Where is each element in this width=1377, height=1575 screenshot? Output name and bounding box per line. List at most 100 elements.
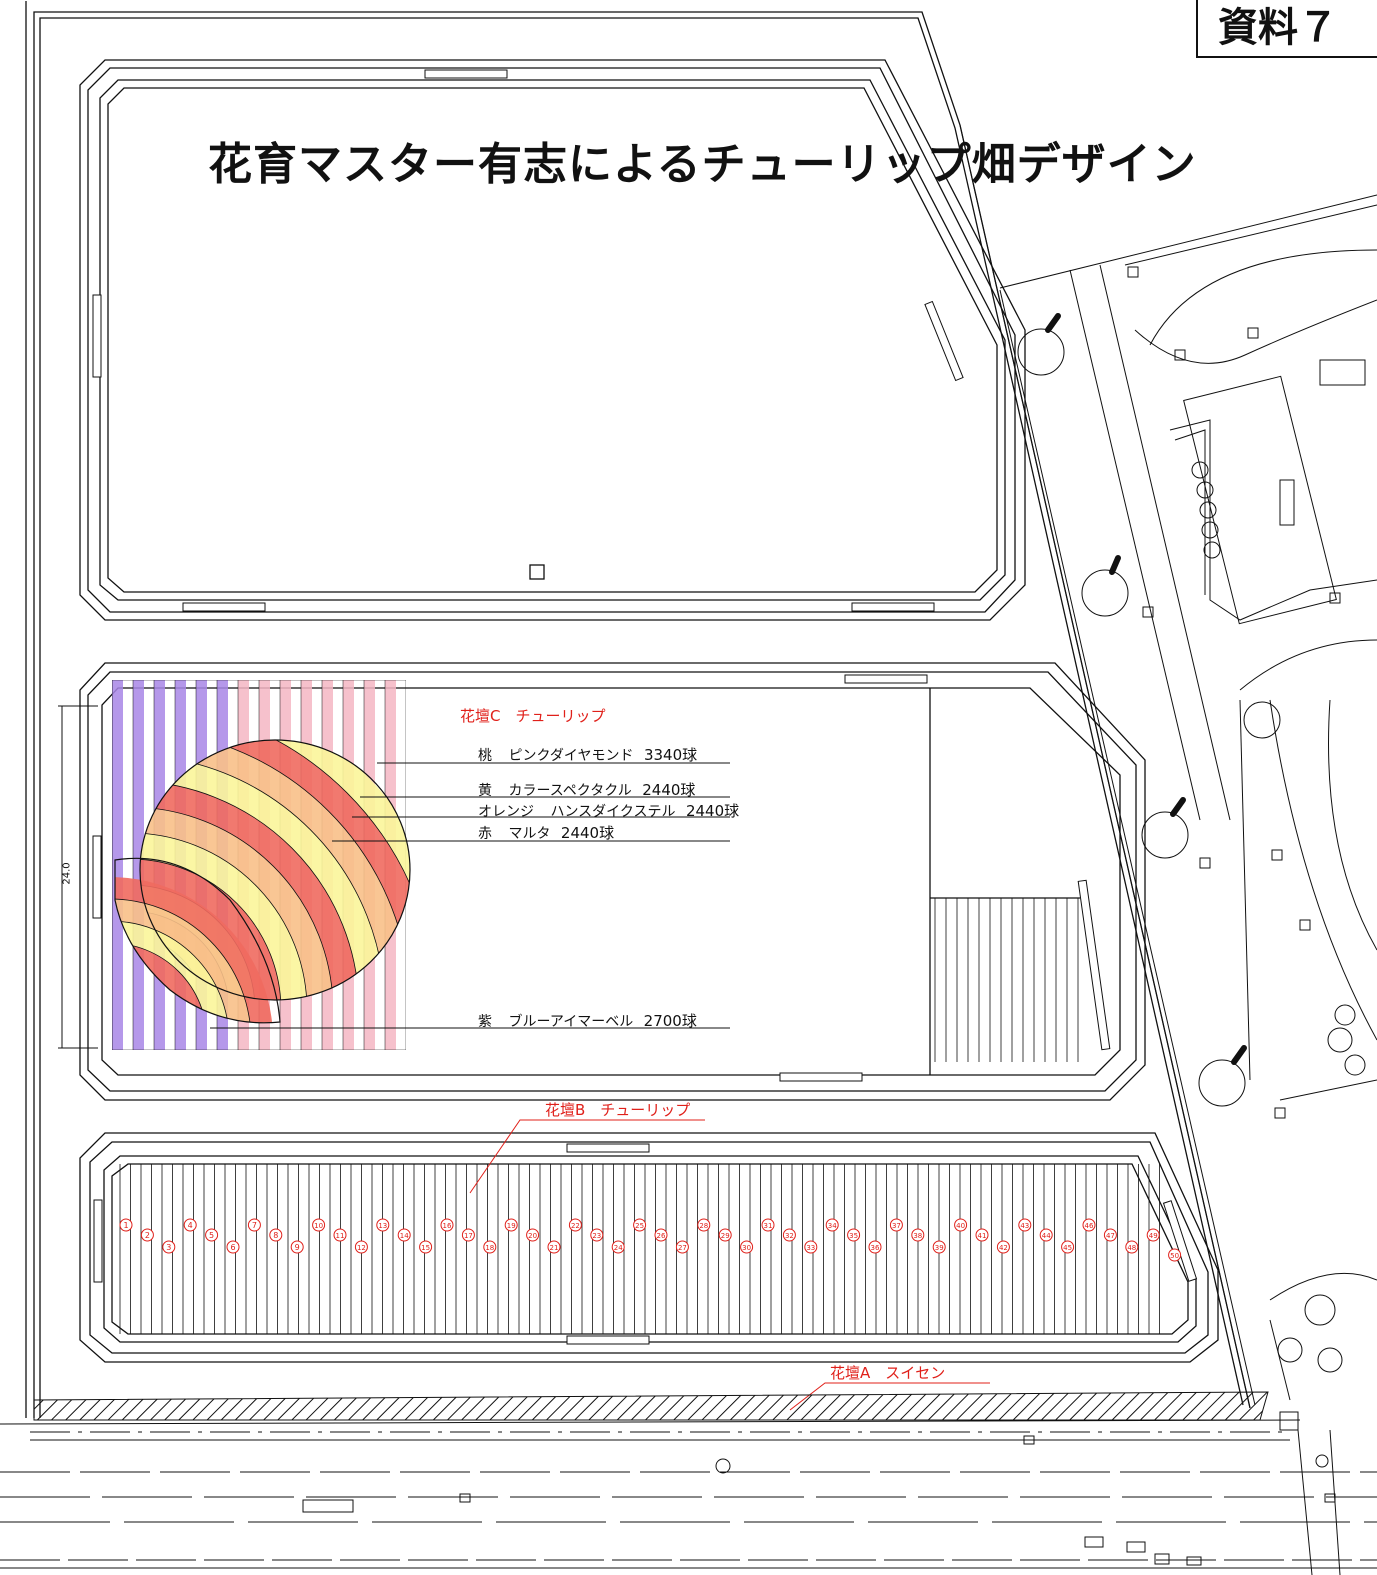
plot-number: 22 (571, 1222, 580, 1230)
plot-number-marker (611, 1240, 625, 1254)
plot-number-marker (269, 1228, 283, 1242)
legend-variety: カラースペクタクル (508, 783, 632, 799)
bed-c-stripes-right (934, 898, 1079, 1062)
legend-count: 2440球 (685, 802, 740, 820)
legend-item-red: 赤 マルタ 2440球 (478, 822, 614, 843)
plot-number: 4 (188, 1221, 193, 1230)
plot-number-marker (526, 1228, 540, 1242)
plot-number-marker (1061, 1240, 1075, 1254)
plot-number-marker (1039, 1228, 1053, 1242)
bed-c-vents (92, 674, 1111, 1082)
plot-number: 9 (295, 1243, 300, 1252)
plot-number-marker (1125, 1240, 1139, 1254)
plot-number: 20 (528, 1232, 537, 1240)
plot-number: 48 (1127, 1244, 1136, 1252)
plot-number: 6 (230, 1243, 235, 1252)
adjacent-facility (959, 124, 1377, 1409)
plot-number-marker (205, 1228, 219, 1242)
plot-number-marker (333, 1228, 347, 1242)
plot-number-marker (996, 1240, 1010, 1254)
plot-number: 33 (806, 1244, 815, 1252)
plot-number: 2 (145, 1231, 150, 1240)
legend-count: 2440球 (642, 781, 696, 799)
legend-item-orange: オレンジ ハンスダイクステル 2440球 (478, 800, 739, 821)
upper-field-vents (92, 69, 964, 612)
plot-number: 3 (166, 1243, 171, 1252)
bed-c-outline (79, 662, 1146, 1101)
plot-number: 5 (209, 1231, 214, 1240)
plot-number: 23 (592, 1232, 601, 1240)
plot-number-marker (740, 1240, 754, 1254)
site-boundary (25, 1, 1251, 1418)
plot-number-marker (868, 1240, 882, 1254)
plot-number-marker (804, 1240, 818, 1254)
legend-leaders (210, 762, 730, 1029)
plot-number: 25 (635, 1222, 644, 1230)
plot-number: 11 (336, 1232, 345, 1240)
plot-number-marker (247, 1218, 261, 1232)
plot-number-marker (654, 1228, 668, 1242)
document-label: 資料７ (1196, 0, 1377, 58)
plot-number-marker (675, 1240, 689, 1254)
plot-number: 7 (252, 1221, 257, 1230)
plot-number-marker (1103, 1228, 1117, 1242)
plot-number-marker (825, 1218, 839, 1232)
plot-number: 44 (1042, 1232, 1051, 1240)
plot-number-marker (183, 1218, 197, 1232)
plot-number-marker (590, 1228, 604, 1242)
plot-number: 49 (1149, 1232, 1158, 1240)
plot-number-marker (119, 1218, 133, 1232)
bed-b-label: 花壇B チューリップ (545, 1101, 691, 1119)
bed-a-label: 花壇A スイセン (830, 1364, 946, 1382)
tulip-stripe (133, 680, 144, 1050)
plot-number: 46 (1085, 1222, 1094, 1230)
plot-number-marker (440, 1218, 454, 1232)
plot-number: 37 (892, 1222, 901, 1230)
plot-number: 16 (443, 1222, 452, 1230)
legend-count: 2700球 (643, 1012, 697, 1030)
plot-number: 47 (1106, 1232, 1115, 1240)
plot-number: 14 (400, 1232, 409, 1240)
plot-number-marker (782, 1228, 796, 1242)
plot-number: 29 (721, 1232, 730, 1240)
legend-color-word: 黄 (478, 783, 492, 799)
plot-number: 42 (999, 1244, 1008, 1252)
legend-count: 3340球 (643, 746, 698, 764)
plot-number-marker (1018, 1218, 1032, 1232)
plot-number: 31 (764, 1222, 773, 1230)
plot-number-marker (1146, 1228, 1160, 1242)
plot-number: 36 (871, 1244, 880, 1252)
plot-number: 34 (828, 1222, 837, 1230)
plot-number: 38 (913, 1232, 922, 1240)
bed-a-strip (33, 1391, 1269, 1421)
plot-number-marker (954, 1218, 968, 1232)
legend-item-purple: 紫 ブルーアイマーベル 2700球 (478, 1010, 697, 1031)
legend-color-word: 赤 (478, 826, 492, 842)
plot-number-marker (1082, 1218, 1096, 1232)
legend-variety: ハンスダイクステル (550, 804, 676, 820)
legend-count: 2440球 (560, 824, 615, 842)
legend-color-word: 桃 (478, 748, 492, 764)
bed-c-tulip-pattern (112, 680, 411, 1050)
tulip-stripe (112, 680, 123, 1050)
plot-number: 30 (742, 1244, 751, 1252)
legend-item-yellow: 黄 カラースペクタクル 2440球 (478, 779, 695, 800)
bed-b-vents (93, 1143, 1198, 1345)
page-title: 花育マスター有志によるチューリップ畑デザイン (208, 139, 1197, 190)
plot-number: 40 (956, 1222, 965, 1230)
plot-number: 28 (699, 1222, 708, 1230)
plot-number-marker (376, 1218, 390, 1232)
plot-number-marker (354, 1240, 368, 1254)
plot-number: 8 (273, 1231, 278, 1240)
plot-number-marker (547, 1240, 561, 1254)
plot-number-marker (633, 1218, 647, 1232)
plot-number-marker (504, 1218, 518, 1232)
legend-color-word: オレンジ (478, 804, 534, 820)
bed-b-outline (79, 1132, 1219, 1363)
plot-number: 18 (485, 1244, 494, 1252)
plot-number-marker (718, 1228, 732, 1242)
plot-number: 43 (1020, 1222, 1029, 1230)
plot-number-marker (419, 1240, 433, 1254)
plot-number-marker (761, 1218, 775, 1232)
